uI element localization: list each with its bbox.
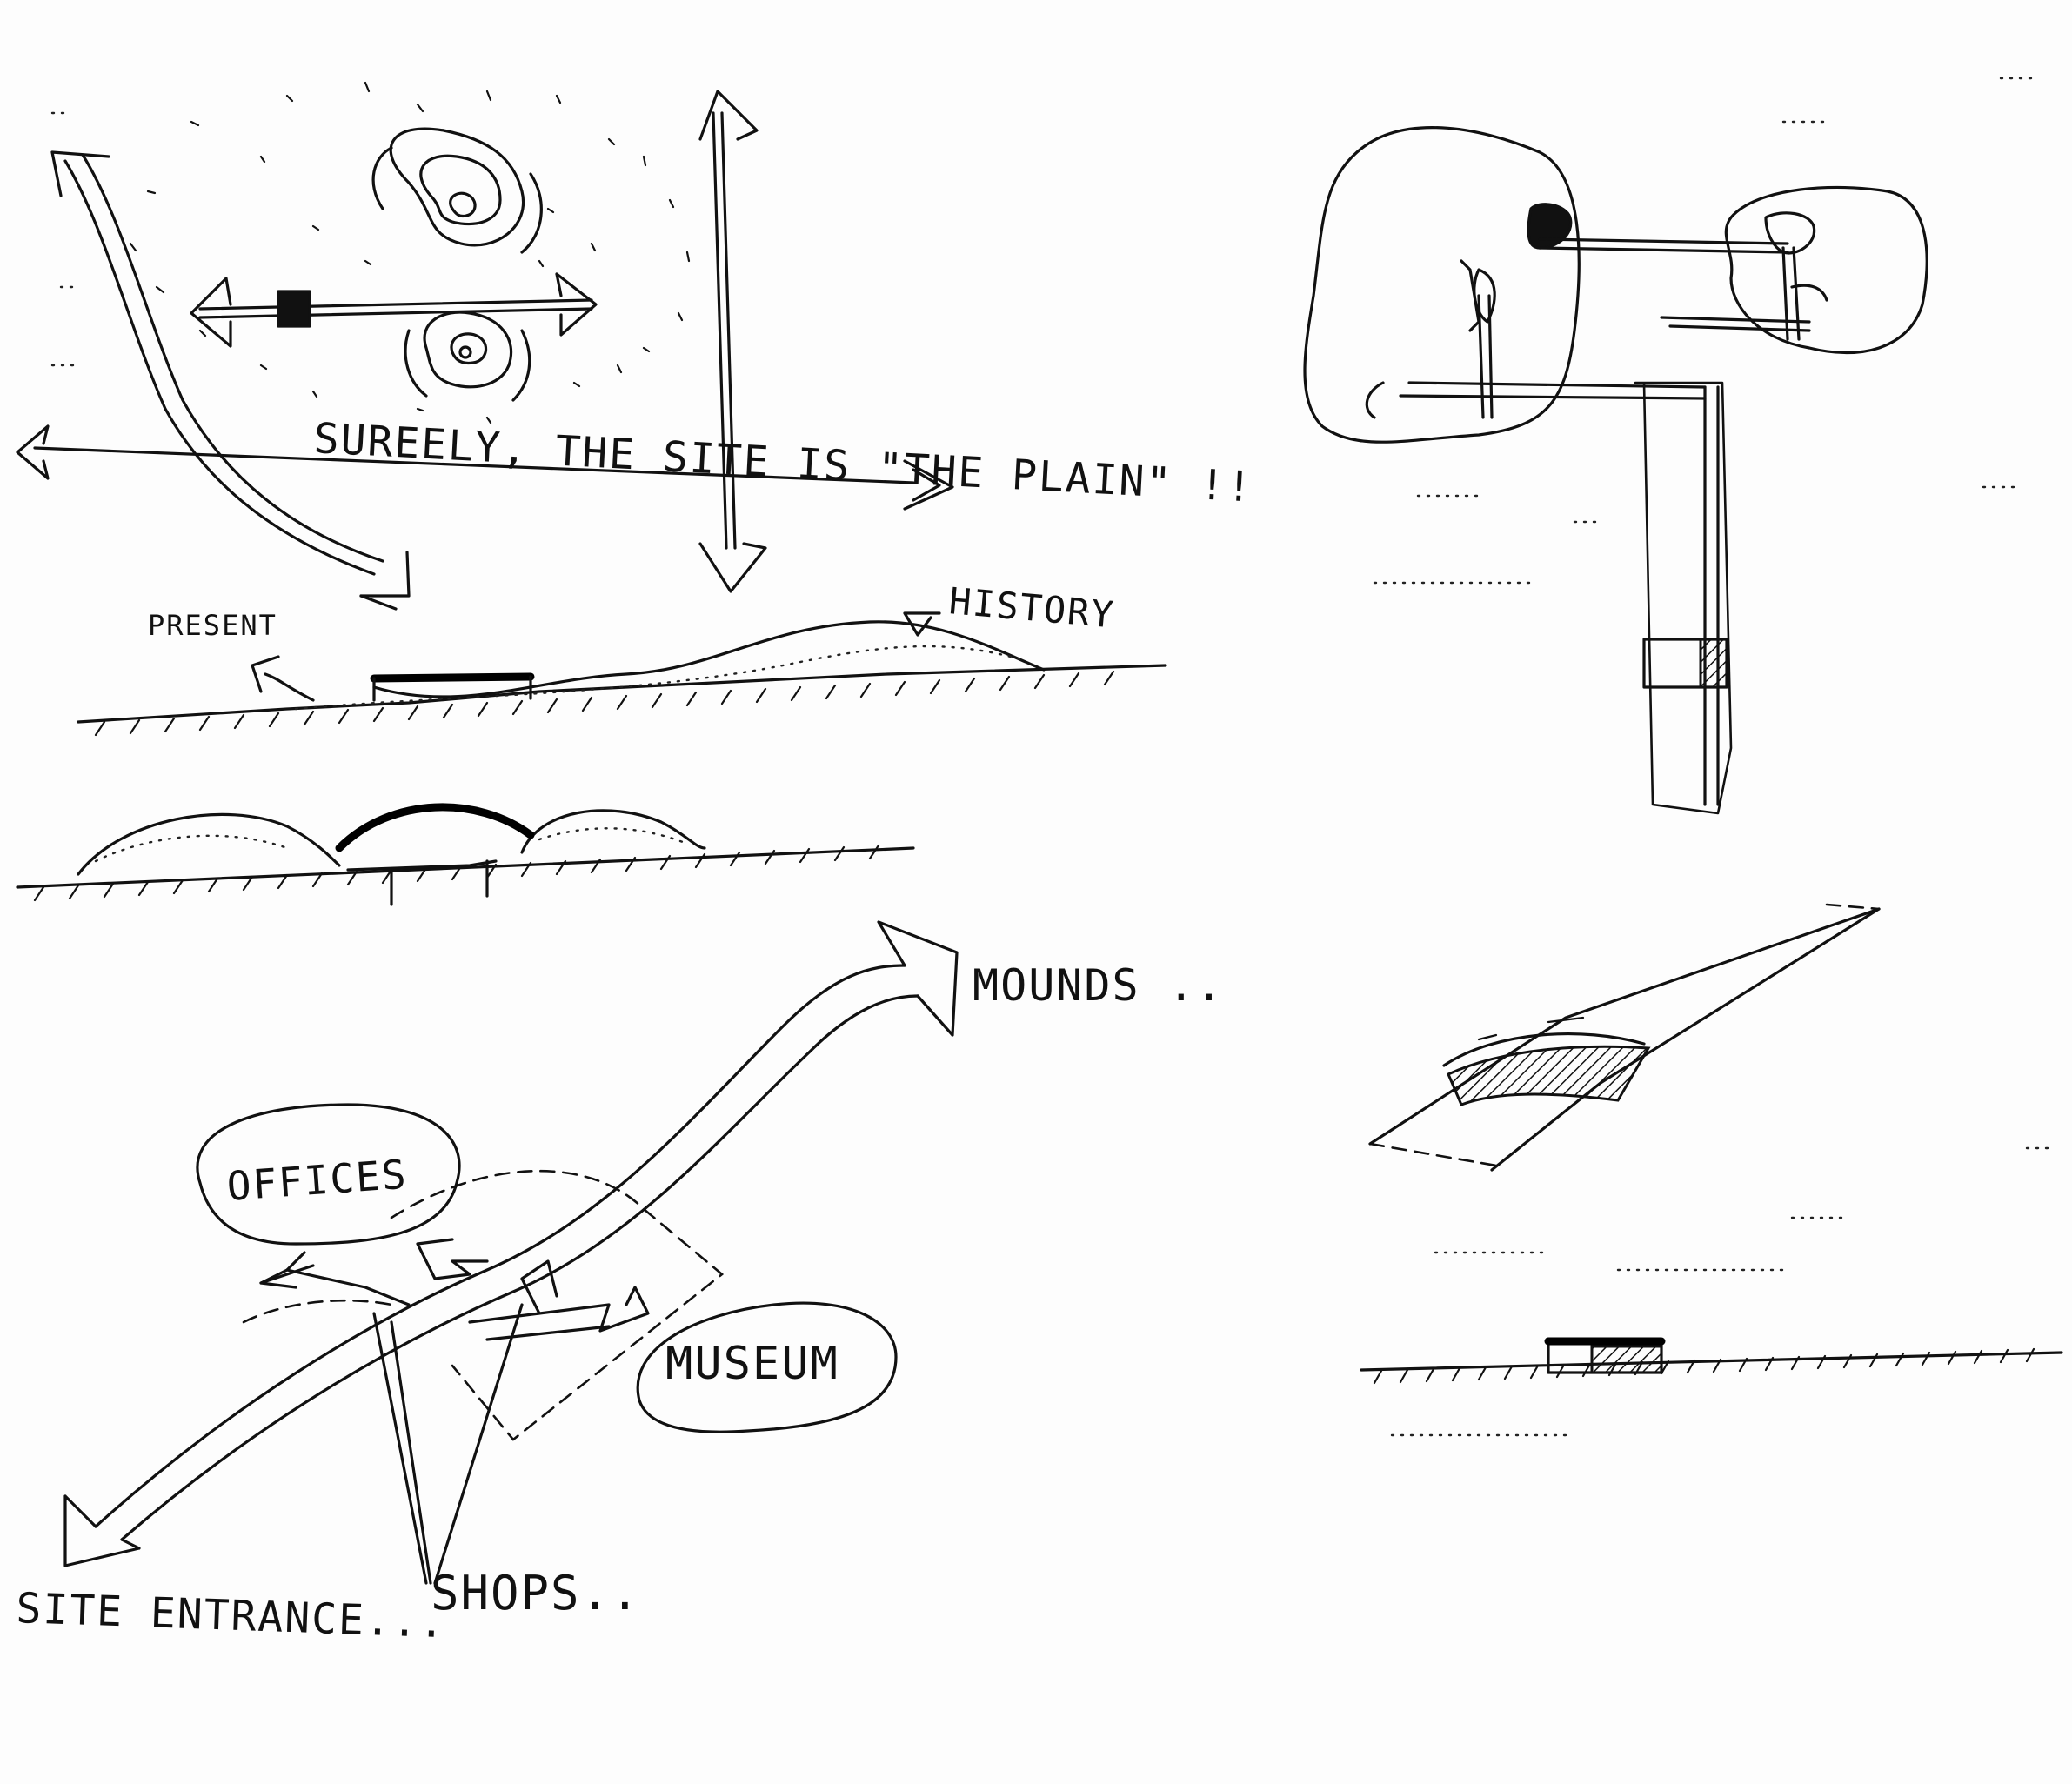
- bridge-shade: [1447, 1045, 1651, 1106]
- l-path-pavilion: [1642, 638, 1728, 689]
- site-entrance-label: SITE ENTRANCE...: [16, 1584, 447, 1647]
- site-plan-sketch: SUREELY, THE SITE IS "THE PLAIN" !!: [16, 81, 1254, 611]
- site-plain-label: SUREELY, THE SITE IS "THE PLAIN" !!: [312, 414, 1254, 512]
- main-circulation-arrow: [63, 920, 959, 1567]
- section-arch: [16, 803, 915, 906]
- history-arrow: [903, 611, 941, 637]
- flat-ground-line: [1360, 1351, 2063, 1372]
- museum-label: MUSEUM: [665, 1338, 839, 1390]
- left-mound: [77, 812, 341, 876]
- blob-interior-marks: [1365, 203, 1828, 419]
- l-path: [1399, 237, 1811, 815]
- blob-plan-sketch: [1303, 126, 1928, 815]
- history-label: HISTORY: [947, 579, 1117, 636]
- north-south-arrow: [698, 90, 767, 593]
- present-label: PRESENT: [148, 609, 277, 642]
- plain-arrow: [16, 424, 954, 511]
- east-west-arrow: [190, 272, 598, 348]
- flat-section-sketch: [1360, 1216, 2063, 1437]
- right-blob: [1724, 185, 1928, 355]
- ground-hatch-2: [33, 844, 880, 902]
- building-outline-dashed: [242, 1169, 725, 1441]
- ground-hatch: [94, 670, 1115, 737]
- ground-line-2: [16, 846, 915, 889]
- history-mound: [372, 620, 1046, 698]
- shops-pointers: [372, 1303, 524, 1585]
- arch-roof: [335, 803, 535, 852]
- branch-arrows: [259, 1238, 650, 1341]
- scatter-marks: [129, 81, 691, 424]
- bridge-top: [1442, 1032, 1646, 1067]
- diagonal-arrow: [50, 150, 411, 611]
- ground-line: [77, 664, 1167, 724]
- path-edge-left: [1368, 907, 1881, 1146]
- section-present-history: PRESENT HISTORY: [77, 579, 1167, 737]
- present-arrow: [251, 655, 315, 702]
- perspective-path-sketch: [1368, 903, 1881, 1172]
- mounds-label: MOUNDS ..: [973, 960, 1224, 1011]
- museum-bubble: [636, 1301, 898, 1433]
- right-mound: [520, 809, 706, 854]
- shops-label: SHOPS..: [431, 1566, 641, 1620]
- offices-label: OFFICES: [225, 1151, 409, 1210]
- stray-marks: [50, 77, 2055, 1150]
- present-building-roof: [370, 672, 535, 683]
- upper-mound-contours: [371, 127, 543, 254]
- offices-bubble: [196, 1103, 461, 1246]
- left-blob: [1303, 126, 1581, 444]
- lower-mound-contours: [404, 311, 531, 402]
- circulation-diagram: OFFICES MUSEUM MOUNDS .. SITE ENTRANCE..…: [16, 920, 1224, 1647]
- path-edge-right: [1490, 907, 1881, 1172]
- flat-ground-hatch: [1373, 1347, 2035, 1385]
